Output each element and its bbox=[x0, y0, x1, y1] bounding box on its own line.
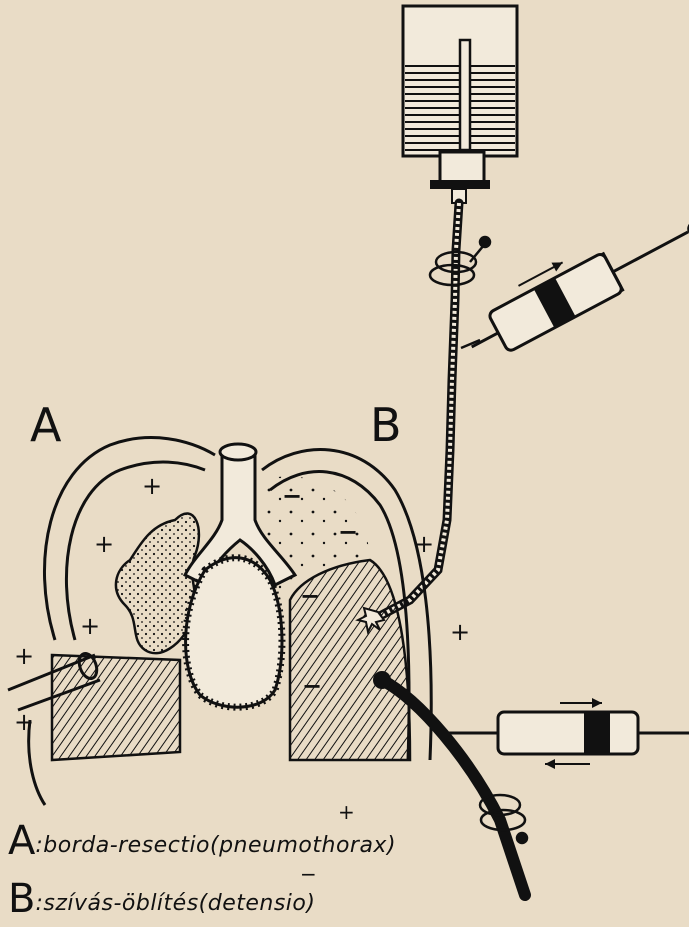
irrigation-bottle-icon bbox=[403, 6, 517, 203]
lung-icon bbox=[290, 560, 410, 760]
syringe-icon-lower bbox=[445, 698, 689, 769]
label-a: A bbox=[30, 402, 61, 448]
caption-b-letter: B bbox=[8, 876, 35, 922]
caption-b: B:szívás-öblítés(detensio) bbox=[8, 876, 315, 922]
chest-wall-left bbox=[52, 655, 180, 760]
caption-a-text: :borda-resectio(pneumothorax) bbox=[35, 833, 396, 858]
caption-a: A:borda-resectio(pneumothorax) bbox=[8, 818, 396, 864]
caption-b-text: :szívás-öblítés(detensio) bbox=[35, 891, 315, 916]
caption-a-mark: + bbox=[338, 800, 355, 824]
caption-b-mark: − bbox=[300, 862, 317, 886]
caption-a-letter: A bbox=[8, 818, 35, 864]
syringe-icon bbox=[454, 193, 689, 366]
label-b: B bbox=[370, 402, 402, 448]
